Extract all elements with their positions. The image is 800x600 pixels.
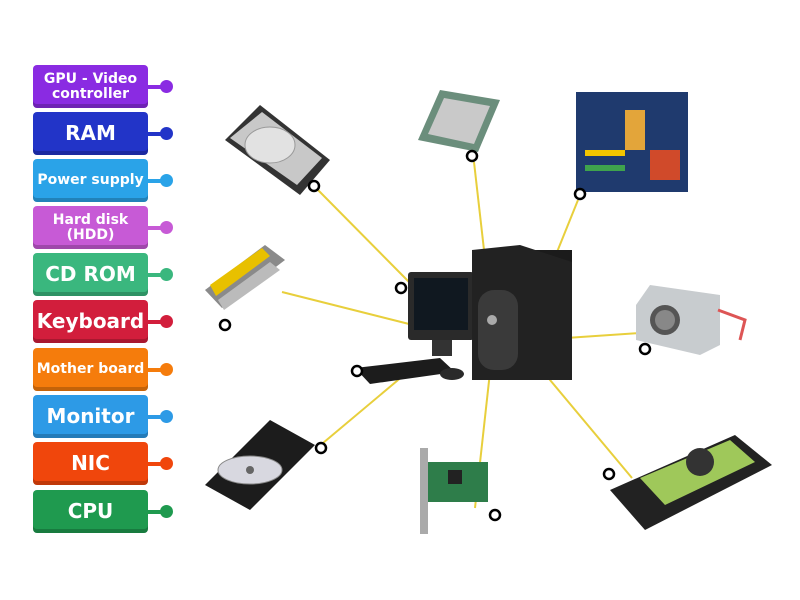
label-connector-stem bbox=[148, 320, 166, 324]
draggable-label[interactable]: GPU - Video controller bbox=[33, 65, 148, 108]
draggable-label[interactable]: CD ROM bbox=[33, 253, 148, 296]
cd-rom-image bbox=[205, 420, 315, 510]
drop-target-gpu[interactable] bbox=[602, 467, 616, 481]
label-text: Monitor bbox=[46, 404, 135, 428]
connector-ram bbox=[281, 291, 414, 326]
label-text: CPU bbox=[67, 499, 114, 523]
draggable-label[interactable]: Mother board bbox=[33, 348, 148, 391]
label-connector-stem bbox=[148, 179, 166, 183]
draggable-label[interactable]: RAM bbox=[33, 112, 148, 155]
connector-gpu bbox=[539, 367, 633, 479]
label-text: Power supply bbox=[37, 172, 144, 189]
drop-target-keyboard[interactable] bbox=[350, 364, 364, 378]
label-connector-stem bbox=[148, 462, 166, 466]
connector-hdd bbox=[317, 189, 411, 284]
label-drag-handle[interactable] bbox=[160, 505, 173, 518]
label-connector-stem bbox=[148, 415, 166, 419]
drop-target-cpu[interactable] bbox=[465, 149, 479, 163]
label-connector-stem bbox=[148, 273, 166, 277]
connector-cdrom bbox=[322, 369, 411, 444]
draggable-label[interactable]: CPU bbox=[33, 490, 148, 533]
label-drag-handle[interactable] bbox=[160, 221, 173, 234]
label-text: RAM bbox=[65, 121, 116, 145]
drop-targets bbox=[218, 149, 652, 522]
computer-image bbox=[355, 245, 572, 384]
label-connector-stem bbox=[148, 510, 166, 514]
label-drag-handle[interactable] bbox=[160, 174, 173, 187]
drop-target-motherboard[interactable] bbox=[573, 187, 587, 201]
label-drag-handle[interactable] bbox=[160, 457, 173, 470]
hard-disk-image bbox=[225, 105, 330, 195]
connector-cpu bbox=[473, 161, 485, 251]
label-connector-stem bbox=[148, 132, 166, 136]
draggable-label[interactable]: NIC bbox=[33, 442, 148, 485]
label-connector-stem bbox=[148, 85, 166, 89]
label-text: NIC bbox=[71, 451, 110, 475]
label-text: Mother board bbox=[36, 361, 145, 378]
draggable-label[interactable]: Power supply bbox=[33, 159, 148, 202]
power-supply-image bbox=[636, 285, 747, 355]
label-drag-handle[interactable] bbox=[160, 315, 173, 328]
drop-target-cd-rom[interactable] bbox=[314, 441, 328, 455]
label-drag-handle[interactable] bbox=[160, 363, 173, 376]
label-drag-handle[interactable] bbox=[160, 80, 173, 93]
label-drag-handle[interactable] bbox=[160, 268, 173, 281]
nic-image bbox=[420, 448, 488, 534]
label-drag-handle[interactable] bbox=[160, 410, 173, 423]
motherboard-image bbox=[576, 92, 688, 192]
label-text: Keyboard bbox=[36, 309, 145, 333]
drop-target-ram[interactable] bbox=[218, 318, 232, 332]
label-drag-handle[interactable] bbox=[160, 127, 173, 140]
draggable-label[interactable]: Keyboard bbox=[33, 300, 148, 343]
cpu-image bbox=[418, 90, 500, 152]
label-connector-stem bbox=[148, 226, 166, 230]
drop-target-hard-disk[interactable] bbox=[307, 179, 321, 193]
connector-psu bbox=[565, 332, 641, 339]
draggable-label[interactable]: Monitor bbox=[33, 395, 148, 438]
drop-target-power-supply[interactable] bbox=[638, 342, 652, 356]
drop-target-nic[interactable] bbox=[488, 508, 502, 522]
gpu-image bbox=[610, 435, 772, 530]
label-text: GPU - Video controller bbox=[43, 70, 138, 102]
label-text: CD ROM bbox=[45, 262, 136, 286]
ram-image bbox=[205, 245, 285, 310]
label-text: Hard disk (HDD) bbox=[52, 211, 129, 243]
label-connector-stem bbox=[148, 368, 166, 372]
drop-target-monitor[interactable] bbox=[394, 281, 408, 295]
connector-lines bbox=[281, 161, 641, 509]
draggable-label[interactable]: Hard disk (HDD) bbox=[33, 206, 148, 249]
